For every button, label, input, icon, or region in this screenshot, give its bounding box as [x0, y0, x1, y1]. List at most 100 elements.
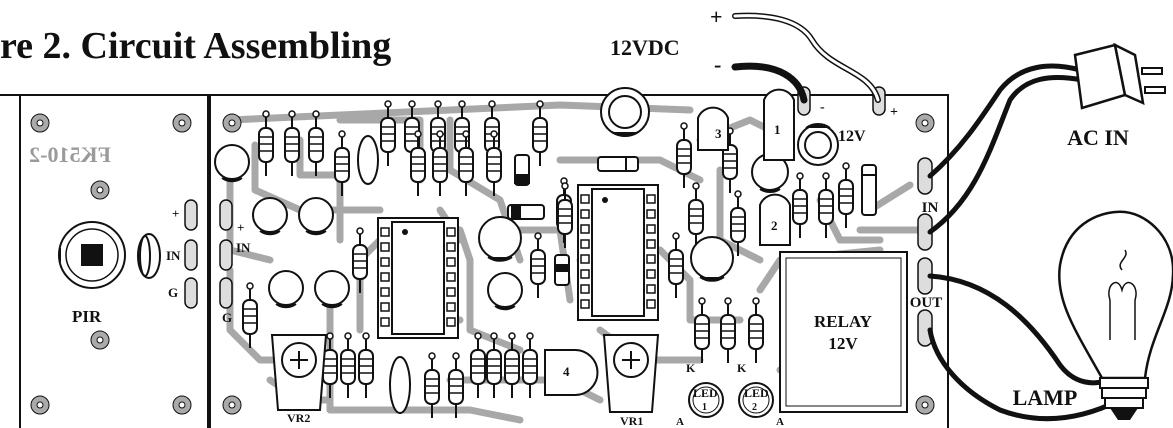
pin-plus-label: + [172, 206, 179, 221]
led-1-num: 1 [702, 402, 707, 413]
pir-label: PIR [72, 307, 102, 326]
ic-pin [646, 269, 656, 279]
led-2-k-label: K [737, 361, 747, 375]
resistor [458, 130, 474, 196]
ic-pin [380, 242, 390, 252]
power-wires [731, 12, 881, 104]
led-2-num: 2 [752, 402, 757, 413]
out-terminal-label: OUT [910, 295, 943, 311]
transistor-3-label: 3 [715, 126, 722, 141]
ic-pins-1 [380, 227, 456, 327]
ic-pin [646, 254, 656, 264]
ic-pin [580, 284, 590, 294]
resistor [522, 332, 538, 398]
resistor [258, 110, 274, 176]
transistor-4-label: 4 [563, 364, 570, 379]
resistor [838, 162, 854, 228]
ic-pin [446, 242, 456, 252]
trimmer-vr2 [270, 334, 328, 411]
resistor [242, 282, 258, 348]
ic-pin [646, 299, 656, 309]
resistor [676, 122, 692, 188]
ic-chip-2 [577, 184, 659, 321]
pir-sensor [58, 221, 126, 289]
ic-pin [646, 224, 656, 234]
resistor [448, 352, 464, 418]
led-2-label: LED [744, 386, 769, 400]
ic-pin [580, 299, 590, 309]
ic-pin [646, 239, 656, 249]
ic-pin [446, 257, 456, 267]
relay [779, 251, 908, 413]
led-2-a-label: A [776, 416, 784, 428]
ic-pin [380, 272, 390, 282]
resistor [486, 130, 502, 196]
ic-pin [580, 254, 590, 264]
film-capacitors [357, 135, 411, 414]
pin-header-left [184, 199, 233, 309]
resistor [688, 182, 704, 248]
led-1-k-label: K [686, 361, 696, 375]
resistor [720, 297, 736, 363]
transistors [544, 88, 795, 396]
ic-pin [446, 317, 456, 327]
lamp-label: LAMP [1013, 385, 1078, 410]
resistor [748, 297, 764, 363]
resistor [352, 227, 368, 293]
vr2-label: VR2 [287, 411, 310, 425]
resistors [242, 100, 854, 418]
resistor [792, 172, 808, 238]
resistor [818, 172, 834, 238]
resistor [380, 100, 396, 166]
lamp-icon [1058, 210, 1173, 420]
ic-pin [646, 194, 656, 204]
resistor [532, 100, 548, 166]
ic-pin [580, 224, 590, 234]
resistor [334, 130, 350, 196]
resistor [530, 232, 546, 298]
resistor [668, 232, 684, 298]
ac-in-label: AC IN [1067, 125, 1129, 150]
in-terminal-label: IN [922, 200, 939, 216]
resistor [424, 352, 440, 418]
resistor [730, 190, 746, 256]
ic-pin [580, 239, 590, 249]
resistor [410, 130, 426, 196]
led-1 [688, 382, 724, 418]
led-2 [738, 382, 774, 418]
power-minus-label: - [714, 52, 721, 77]
resistor [284, 110, 300, 176]
board-marking: FK510-2 [29, 142, 111, 167]
transistor-1-label: 1 [774, 122, 781, 137]
pin-g-label: G [168, 285, 178, 300]
pin-in-label-2: IN [236, 240, 251, 255]
capacitors [214, 87, 839, 311]
ic-pin [446, 227, 456, 237]
pin-g-label-2: G [222, 310, 232, 325]
ic-pin [380, 227, 390, 237]
ic-pin [446, 302, 456, 312]
ic-pin [446, 287, 456, 297]
relay-label: RELAY [814, 312, 872, 331]
pin-plus-label-2: + [237, 220, 244, 235]
relay-plus-label: + [890, 105, 898, 120]
resistor [432, 130, 448, 196]
ic-pin [380, 302, 390, 312]
terminal-pins [797, 86, 933, 347]
main-board-outline [207, 94, 949, 428]
pir-connector [137, 233, 161, 279]
resistor [504, 332, 520, 398]
led-1-label: LED [693, 386, 718, 400]
resistor [694, 297, 710, 363]
ac-plug-icon [1073, 42, 1166, 110]
ic-pin [646, 209, 656, 219]
ac-cable [927, 63, 1123, 422]
resistor [470, 332, 486, 398]
pir-board-outline [19, 94, 211, 428]
ic-pin [580, 209, 590, 219]
ic-chip-1 [377, 217, 459, 339]
ic-pin [380, 287, 390, 297]
power-label: 12VDC [610, 35, 680, 60]
ic-pin [446, 272, 456, 282]
